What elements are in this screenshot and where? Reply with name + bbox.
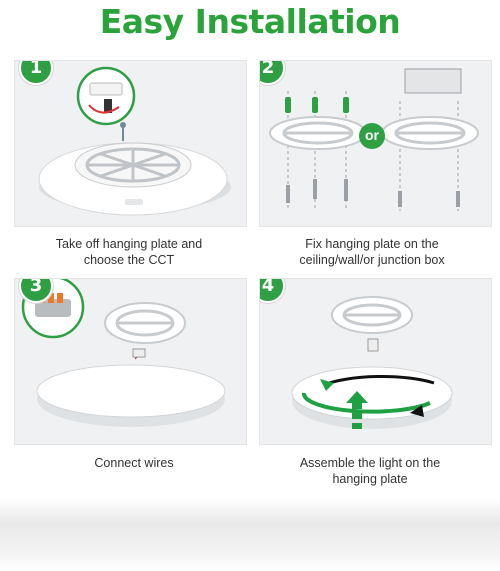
step-1-illustration bbox=[38, 66, 231, 216]
step-1-caption-line1: Take off hanging plate and bbox=[55, 237, 203, 251]
step-2-caption: Fix hanging plate on the ceiling/wall/or… bbox=[252, 236, 492, 268]
bottom-fade bbox=[0, 498, 500, 571]
step-3-illustration bbox=[21, 279, 226, 427]
step-4-panel: 4 bbox=[259, 278, 492, 445]
or-label: or bbox=[365, 127, 379, 143]
step-4-illustration bbox=[291, 296, 453, 429]
step-3-caption: Connect wires bbox=[14, 455, 254, 471]
step-2-illustration bbox=[269, 68, 479, 211]
step-3-badge: 3 bbox=[19, 279, 53, 303]
step-1-badge: 1 bbox=[19, 61, 53, 85]
step-4-caption-line2: hanging plate bbox=[332, 472, 408, 486]
or-connector-badge: or bbox=[359, 123, 385, 149]
step-4-caption: Assemble the light on the hanging plate bbox=[250, 455, 490, 487]
step-2-caption-line2: ceiling/wall/or junction box bbox=[299, 253, 445, 267]
step-2-badge: 2 bbox=[260, 61, 285, 85]
page-title: Easy Installation bbox=[99, 2, 401, 41]
step-1-caption: Take off hanging plate and choose the CC… bbox=[9, 236, 249, 268]
step-3-caption-line1: Connect wires bbox=[94, 456, 174, 470]
step-2-caption-line1: Fix hanging plate on the bbox=[305, 237, 439, 251]
step-1-caption-line2: choose the CCT bbox=[83, 253, 175, 267]
step-3-panel: 3 bbox=[14, 278, 247, 445]
step-2-panel: or 2 bbox=[259, 60, 492, 227]
step-1-panel: 1 bbox=[14, 60, 247, 227]
step-4-caption-line1: Assemble the light on the bbox=[299, 456, 441, 470]
